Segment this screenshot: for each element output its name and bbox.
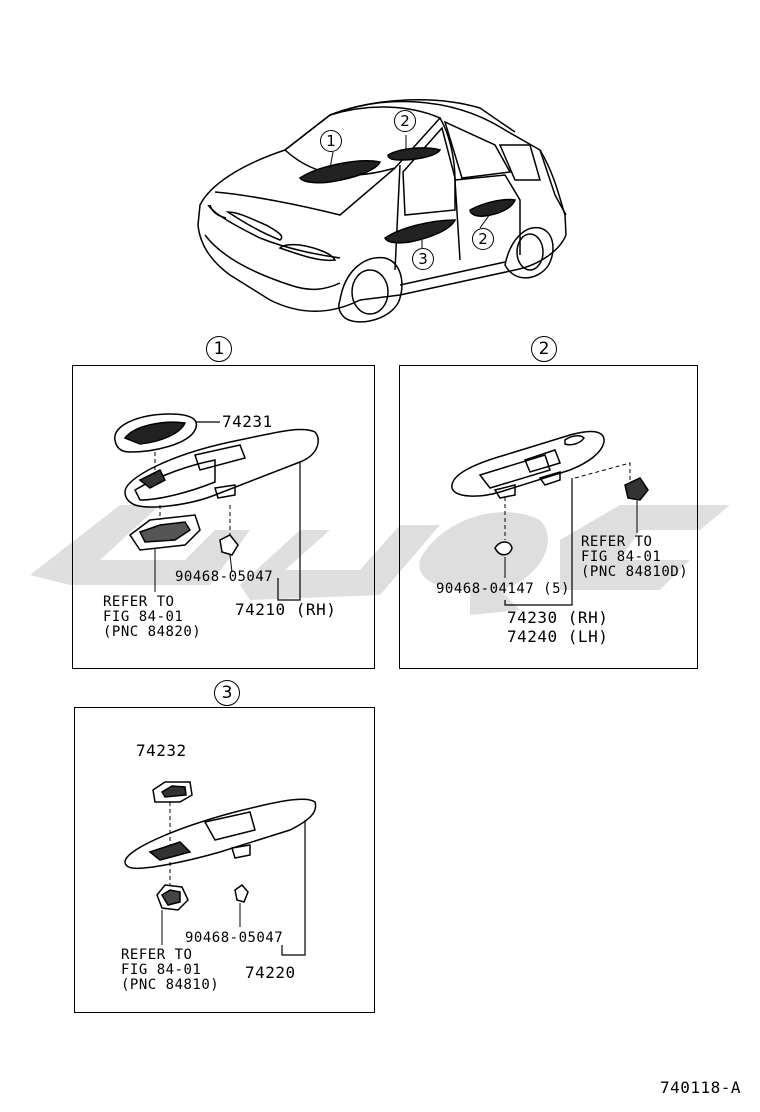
panel3-assembly-label: 74220 <box>245 963 296 982</box>
figure-code: 740118-A <box>660 1078 742 1097</box>
car-callout-2-top: 2 <box>394 110 416 132</box>
panel2-assembly-lh-label: 74240 (LH) <box>507 627 609 646</box>
panel3-callout: 3 <box>214 680 240 706</box>
watermark-logo <box>30 505 730 615</box>
panel3-drawing <box>124 781 317 956</box>
panel2-callout: 2 <box>531 336 557 362</box>
panel1-frame <box>72 365 375 669</box>
panel2-assembly-rh-label: 74230 (RH) <box>507 608 609 627</box>
car-callout-3: 3 <box>412 248 434 270</box>
panel3-refer-line1: REFER TO <box>121 947 193 963</box>
panel3-refer-line3: (PNC 84810) <box>121 977 220 993</box>
panel3-clip-label: 90468-05047 <box>185 930 284 946</box>
panel1-clip-label: 90468-05047 <box>175 569 274 585</box>
panel1-refer-line1: REFER TO <box>103 594 175 610</box>
panel1-refer-line3: (PNC 84820) <box>103 624 202 640</box>
panel1-drawing <box>114 413 319 601</box>
part-74232-label: 74232 <box>136 741 187 760</box>
panel3-refer-line2: FIG 84-01 <box>121 962 202 978</box>
panel2-refer-line3: (PNC 84810D) <box>581 564 689 580</box>
panel2-refer-line1: REFER TO <box>581 534 653 550</box>
panel1-refer-line2: FIG 84-01 <box>103 609 184 625</box>
car-callout-1: 1 <box>320 130 342 152</box>
car-illustration <box>197 98 567 323</box>
panel1-assembly-label: 74210 (RH) <box>235 600 337 619</box>
car-callout-2-side: 2 <box>472 228 494 250</box>
panel2-clip-label: 90468-04147 (5) <box>436 581 570 597</box>
panel1-callout: 1 <box>206 336 232 362</box>
part-74231-label: 74231 <box>222 412 273 431</box>
panel2-drawing <box>451 430 649 606</box>
panel2-frame <box>399 365 698 669</box>
panel3-frame <box>74 707 375 1013</box>
panel2-refer-line2: FIG 84-01 <box>581 549 662 565</box>
